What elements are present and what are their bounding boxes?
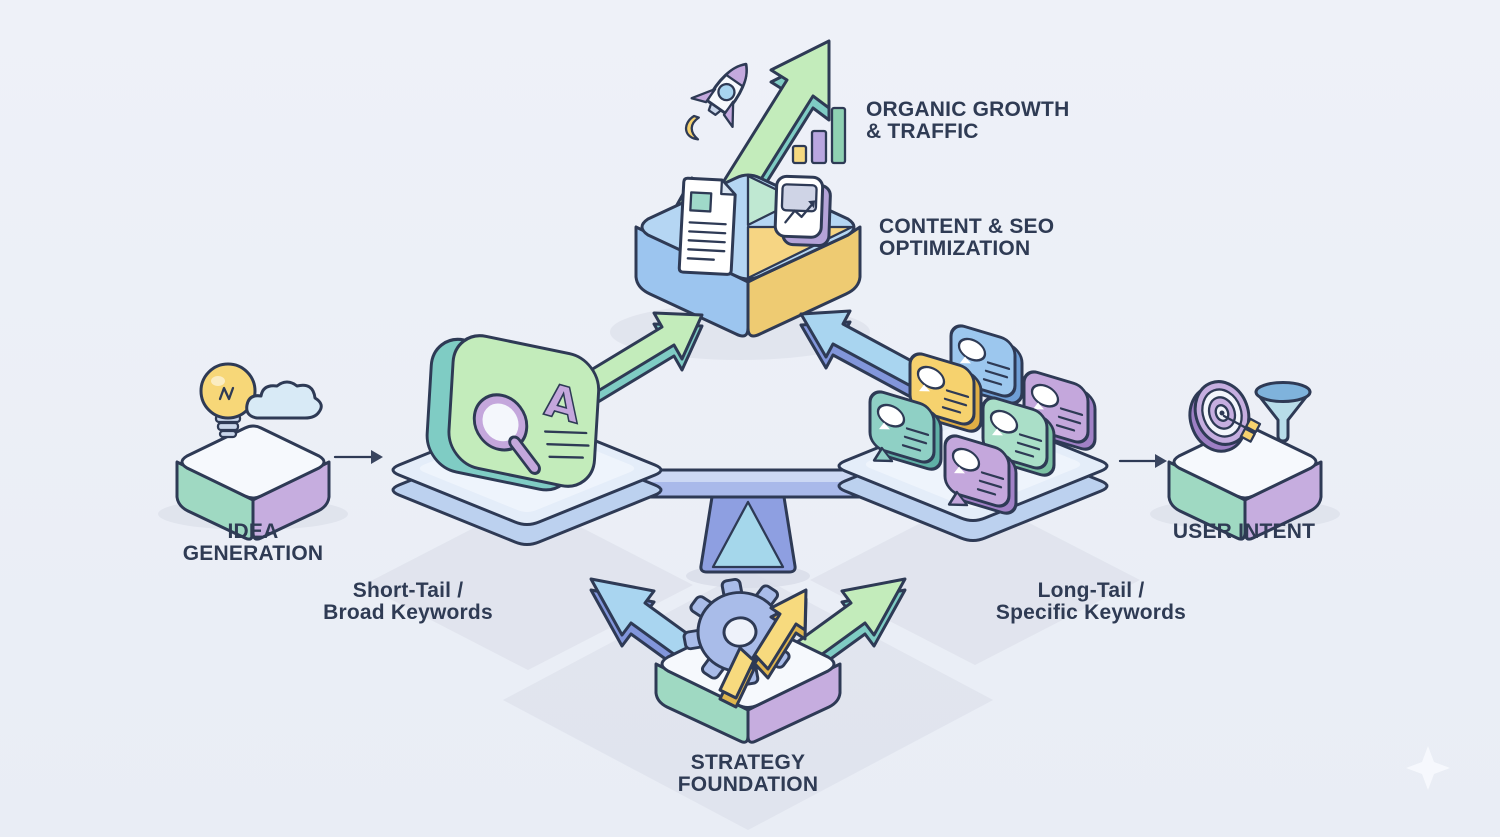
long-tail-label: Long-Tail / Specific Keywords bbox=[995, 579, 1187, 624]
sparkle-icon bbox=[1406, 746, 1450, 790]
left-pan-up-arrow-icon bbox=[584, 311, 704, 404]
document-icon bbox=[677, 176, 737, 276]
qa-card-letter: A bbox=[542, 372, 584, 435]
bar-chart-icon bbox=[791, 106, 847, 165]
user-intent-label: USER INTENT bbox=[1172, 520, 1316, 543]
idea-generation-label: IDEA GENERATION bbox=[182, 520, 324, 565]
chat-bubbles-group bbox=[868, 324, 1097, 515]
search-qa-card-icon: A bbox=[425, 334, 601, 492]
balance-scale-icon bbox=[391, 410, 1109, 574]
right-pan-shadow bbox=[810, 495, 1140, 665]
chat-bubble-icon bbox=[949, 324, 1024, 405]
scale-to-user-arrow-icon bbox=[1118, 454, 1167, 468]
cloud-icon bbox=[245, 380, 323, 420]
strategy-foundation-label: STRATEGY FOUNDATION bbox=[677, 751, 819, 796]
dart-icon bbox=[1222, 414, 1262, 443]
strategy-trend-arrow-icon bbox=[718, 588, 808, 709]
line-chart-icon bbox=[773, 174, 832, 248]
rocket-flame-icon bbox=[685, 114, 700, 141]
funnel-icon bbox=[1254, 381, 1312, 443]
lightbulb-icon bbox=[199, 362, 257, 439]
content-seo-label: CONTENT & SEO OPTIMIZATION bbox=[879, 215, 1055, 260]
organic-growth-label: ORGANIC GROWTH & TRAFFIC bbox=[866, 98, 1070, 143]
chat-bubble-icon bbox=[943, 434, 1018, 515]
chat-bubble-icon bbox=[868, 390, 943, 471]
short-tail-label: Short-Tail / Broad Keywords bbox=[323, 579, 493, 624]
rocket-icon bbox=[690, 62, 748, 129]
magnifier-icon bbox=[472, 393, 541, 475]
idea-to-scale-arrow-icon bbox=[333, 450, 383, 464]
